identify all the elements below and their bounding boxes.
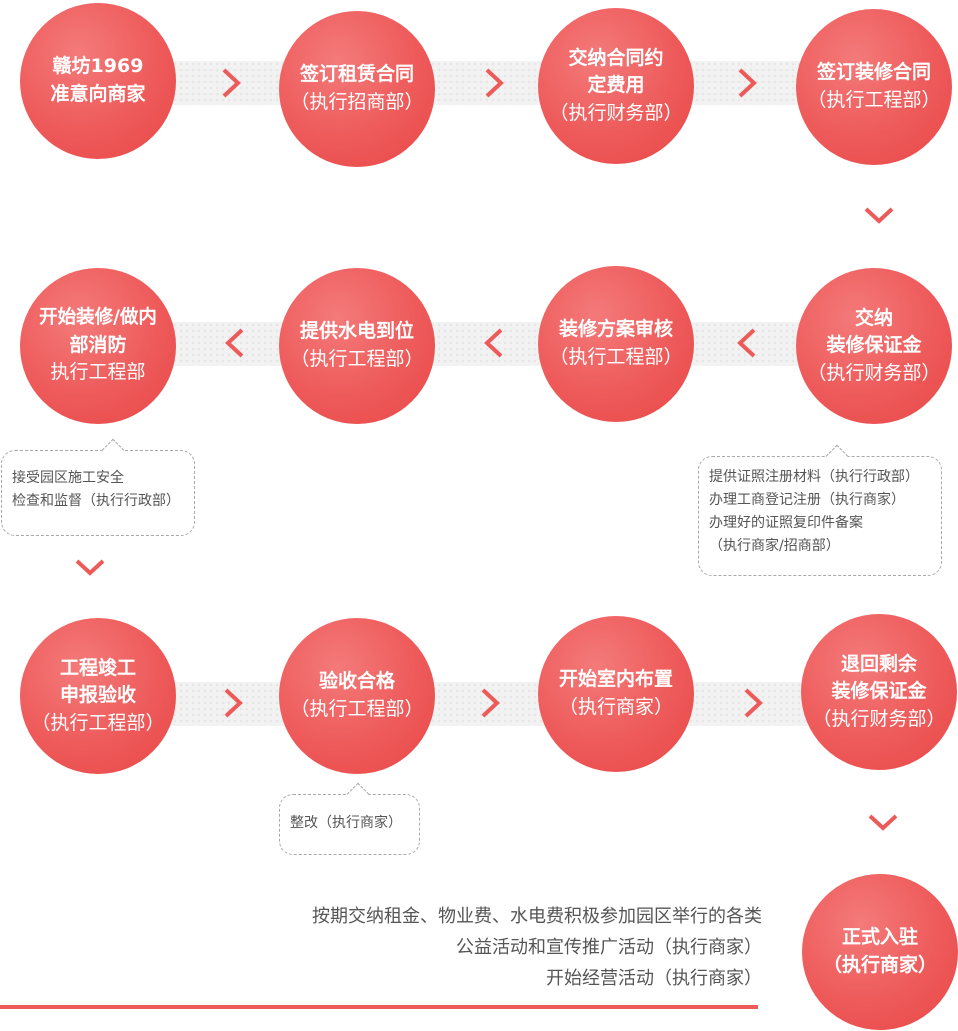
step-title: 交纳合同约 [568, 46, 664, 69]
chevron-down-icon [864, 207, 894, 224]
step-department: （执行工程部） [807, 89, 941, 111]
note-bubble-safety: 接受园区施工安全 检查和监督（执行行政部） [1, 438, 195, 536]
step-title: 装修保证金 [826, 334, 922, 357]
step-title: 退回剩余 [840, 652, 917, 675]
final-note-line: 按期交纳租金、物业费、水电费积极参加园区举行的各类 [312, 906, 762, 927]
bubble-line: 办理工商登记注册（执行商家） [709, 492, 905, 509]
step-title: 定费用 [587, 74, 645, 97]
step-completion-inspection: 工程竣工 申报验收 （执行工程部） [20, 618, 176, 774]
step-department: （执行财务部） [812, 707, 946, 730]
bubble-tail [825, 444, 849, 468]
step-title: 验收合格 [318, 670, 395, 693]
bubble-tail [101, 438, 125, 462]
divider-line [0, 1005, 758, 1009]
step-title: 提供水电到位 [299, 320, 414, 343]
final-note-line: 开始经营活动（执行商家） [546, 967, 762, 989]
step-sign-renovation: 签订装修合同 （执行工程部） [796, 9, 952, 165]
step-title: 开始装修/做内 [39, 307, 157, 329]
step-title: 申报验收 [59, 684, 136, 707]
step-department: （执行商家） [558, 696, 673, 718]
step-title: 交纳 [854, 306, 893, 329]
step-plan-review: 装修方案审核 （执行工程部） [538, 266, 694, 422]
step-title: 装修保证金 [831, 680, 927, 703]
step-title: 赣坊1969 [52, 55, 144, 78]
step-department: （执行财务部） [807, 361, 941, 384]
connector-band-row1 [100, 61, 860, 105]
chevron-right-icon [222, 68, 241, 98]
chevron-right-icon [481, 688, 500, 718]
step-refund-deposit: 退回剩余 装修保证金 （执行财务部） [801, 614, 957, 770]
step-start-renovation: 开始装修/做内 部消防 执行工程部 [20, 268, 176, 424]
note-bubble-rectify: 整改（执行商家） [279, 782, 420, 855]
step-title: 部消防 [69, 333, 127, 356]
final-note: 按期交纳租金、物业费、水电费积极参加园区举行的各类 公益活动和宣传推广活动（执行… [312, 902, 762, 995]
bubble-line: 提供证照注册材料（执行行政部） [709, 469, 919, 485]
step-department: 执行工程部 [50, 361, 146, 384]
step-sign-lease: 签订租赁合同 （执行招商部） [279, 11, 435, 167]
chevron-down-icon [75, 559, 105, 576]
step-inspection-passed: 验收合格 （执行工程部） [279, 618, 435, 774]
step-department: （执行商家） [822, 954, 937, 976]
step-department: （执行工程部） [549, 346, 683, 368]
step-department: （执行工程部） [290, 698, 424, 720]
bubble-line: 检查和监督（执行行政部） [12, 493, 180, 510]
step-department: （执行财务部） [549, 101, 683, 124]
connector-band-row3 [100, 682, 860, 726]
step-pay-deposit: 交纳合同约 定费用 （执行财务部） [538, 8, 694, 164]
bubble-line: 办理好的证照复印件备案 [709, 515, 863, 532]
bubble-line: 接受园区施工安全 [12, 470, 124, 486]
chevron-right-icon [224, 688, 243, 718]
step-department: （执行工程部） [31, 711, 165, 734]
chevron-left-icon [737, 328, 756, 358]
step-title: 签订装修合同 [816, 61, 931, 84]
step-department: （执行招商部） [290, 91, 424, 113]
chevron-left-icon [484, 328, 503, 358]
step-utilities-ready: 提供水电到位 （执行工程部） [279, 268, 435, 424]
step-title: 签订租赁合同 [299, 63, 414, 86]
chevron-right-icon [744, 688, 763, 718]
step-title: 正式入驻 [841, 926, 918, 949]
chevron-left-icon [225, 328, 244, 358]
step-department: （执行工程部） [290, 348, 424, 370]
chevron-right-icon [485, 68, 504, 98]
step-title: 工程竣工 [59, 656, 136, 679]
step-merchant-intent: 赣坊1969 准意向商家 [20, 3, 176, 159]
chevron-right-icon [738, 68, 757, 98]
step-title: 准意向商家 [50, 83, 146, 105]
chevron-down-icon [868, 814, 898, 831]
step-official-move-in: 正式入驻 （执行商家） [802, 874, 958, 1030]
bubble-tail [346, 782, 370, 806]
bubble-line: （执行商家/招商部） [709, 538, 840, 555]
bubble-line: 整改（执行商家） [290, 815, 402, 831]
step-title: 开始室内布置 [558, 668, 673, 691]
final-note-line: 公益活动和宣传推广活动（执行商家） [456, 936, 762, 958]
note-bubble-license: 提供证照注册材料（执行行政部） 办理工商登记注册（执行商家） 办理好的证照复印件… [698, 444, 942, 576]
step-title: 装修方案审核 [558, 318, 673, 341]
step-interior-setup: 开始室内布置 （执行商家） [538, 616, 694, 772]
step-pay-renovation-deposit: 交纳 装修保证金 （执行财务部） [796, 268, 952, 424]
